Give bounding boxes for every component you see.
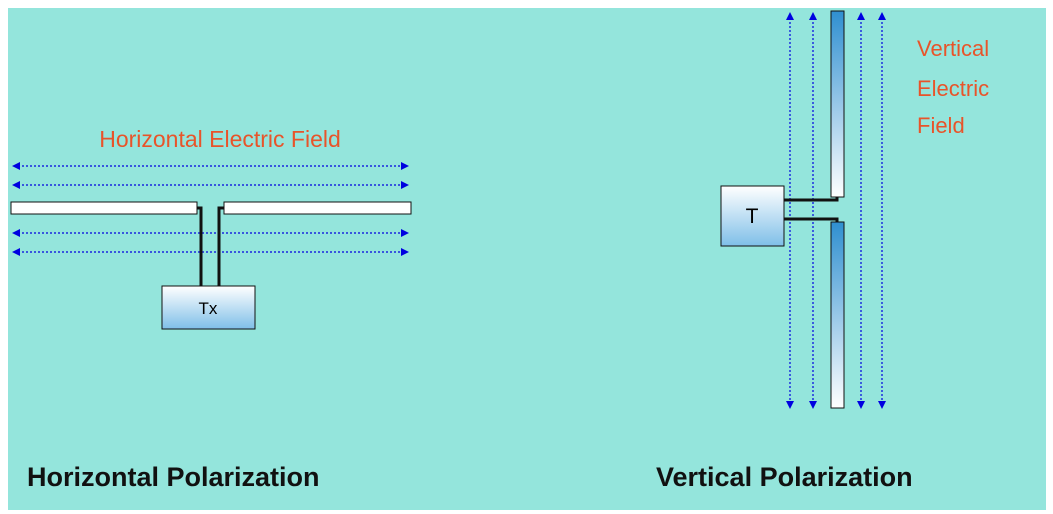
- feed-line: [784, 217, 839, 222]
- vertical-field-label-line: Field: [917, 113, 965, 138]
- vertical-polarization-caption: Vertical Polarization: [656, 462, 913, 492]
- horizontal-antenna-element-right: [223, 201, 412, 215]
- vertical-antenna-element-bottom: [830, 221, 845, 409]
- horizontal-polarization-diagram: Horizontal Electric Field Tx Horizontal …: [10, 126, 412, 492]
- feed-line: [217, 206, 224, 286]
- horizontal-field-label: Horizontal Electric Field: [99, 126, 341, 152]
- feed-line: [197, 206, 203, 286]
- vertical-antenna-element-top: [830, 10, 845, 198]
- horizontal-antenna-element-left: [10, 201, 198, 215]
- horizontal-polarization-caption: Horizontal Polarization: [27, 462, 320, 492]
- vertical-field-label-line: Vertical: [917, 36, 989, 61]
- transmitter-label-vertical: T: [746, 205, 759, 228]
- diagram-background: [8, 8, 1046, 510]
- transmitter-label-horizontal: Tx: [199, 299, 218, 318]
- vertical-field-label-line: Electric: [917, 76, 989, 101]
- transmitter-box-horizontal: [161, 285, 256, 330]
- vertical-polarization-diagram: Vertical Electric Field T Vertical Polar…: [656, 10, 989, 492]
- transmitter-box-vertical: [720, 185, 785, 247]
- feed-line: [784, 197, 839, 202]
